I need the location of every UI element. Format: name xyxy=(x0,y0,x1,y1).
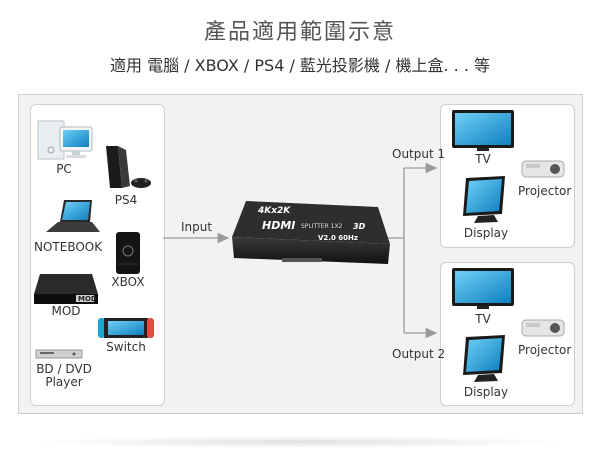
device-brand-label: 4Kx2K xyxy=(258,206,291,216)
xbox-icon xyxy=(116,232,140,274)
projector-1-icon xyxy=(521,160,565,178)
device-hdmi-logo: HDMI xyxy=(262,219,296,232)
hdmi-splitter-device xyxy=(232,201,390,264)
display-2-label: Display xyxy=(463,385,509,399)
device-3d-badge: 3D xyxy=(353,222,366,231)
switch-icon xyxy=(98,318,154,338)
pc-label: PC xyxy=(56,162,72,176)
page-title: 產品適用範圍示意 xyxy=(203,20,396,45)
mod-label: MOD xyxy=(51,304,81,318)
display-2-icon xyxy=(463,335,505,382)
bottom-shadow xyxy=(30,436,570,448)
input-label: Input xyxy=(181,220,213,234)
mod-box-logo: MOD xyxy=(78,295,97,303)
ps4-label: PS4 xyxy=(114,193,138,207)
notebook-label: NOTEBOOK xyxy=(34,240,103,254)
switch-label: Switch xyxy=(106,340,146,354)
output-1-label: Output 1 xyxy=(392,147,446,161)
tv-1-label: TV xyxy=(475,152,491,166)
tv-2-icon xyxy=(452,268,514,309)
output-2-label: Output 2 xyxy=(392,347,446,361)
page-subtitle: 適用 電腦 / XBOX / PS4 / 藍光投影機 / 機上盒. . . 等 xyxy=(109,56,491,75)
xbox-label: XBOX xyxy=(111,275,145,289)
tv-2-label: TV xyxy=(475,312,491,326)
display-1-label: Display xyxy=(463,226,509,240)
ps4-icon xyxy=(106,146,151,188)
projector-2-icon xyxy=(521,319,565,337)
display-1-icon xyxy=(463,176,505,223)
tv-1-icon xyxy=(452,110,514,151)
bd-player-label-line2: Player xyxy=(45,375,83,389)
connection-lines xyxy=(163,162,438,339)
bd-player-icon xyxy=(35,349,83,359)
mod-box-icon xyxy=(34,274,98,304)
projector-2-label: Projector xyxy=(518,343,572,357)
notebook-icon xyxy=(46,200,100,232)
projector-1-label: Projector xyxy=(518,184,572,198)
device-spec-label: V2.0 60Hz xyxy=(318,234,358,242)
device-model-label: SPLITTER 1X2 xyxy=(301,223,343,230)
bd-player-label-line1: BD / DVD xyxy=(36,362,92,376)
pc-icon xyxy=(37,120,93,160)
